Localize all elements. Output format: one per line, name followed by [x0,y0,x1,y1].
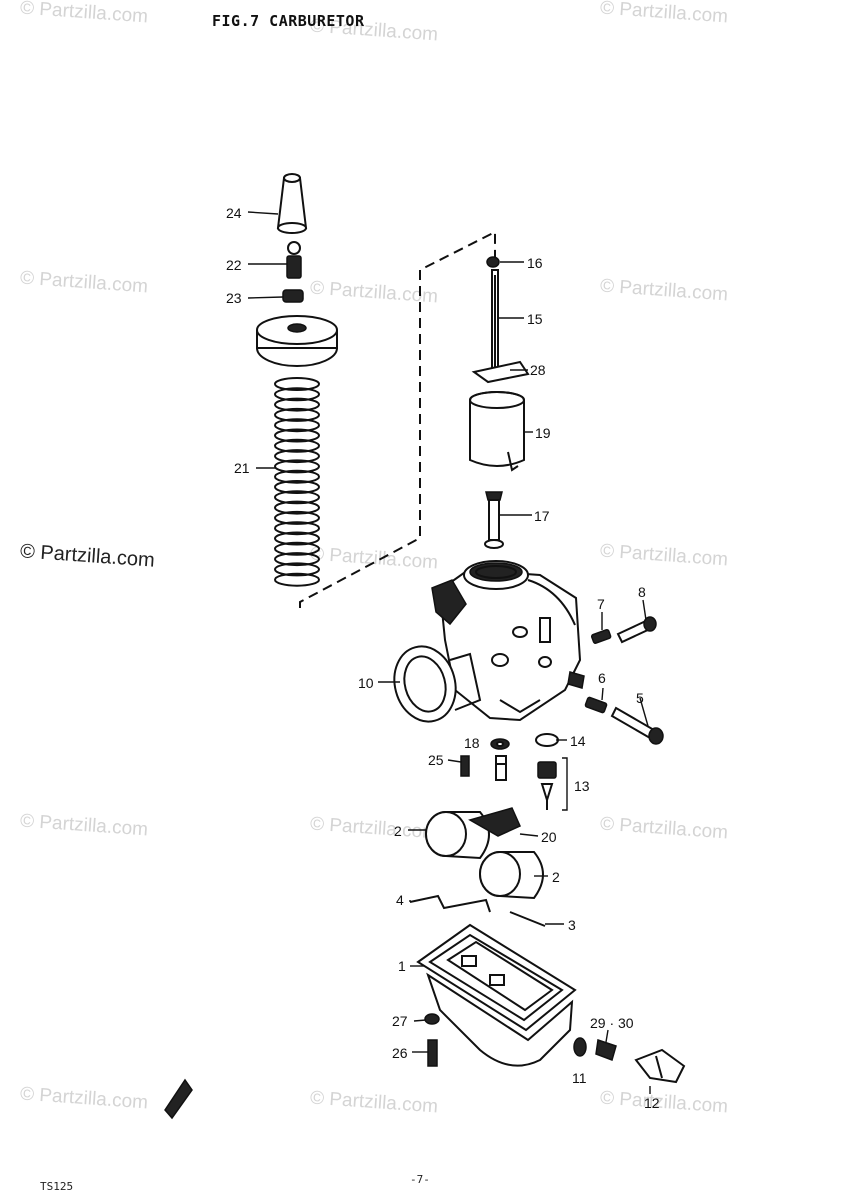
spring-coil [274,377,320,391]
washer-part [490,738,510,750]
mixing-chamber-top-part [256,315,338,367]
leader-lines [247,211,651,1094]
spring-coil [274,407,320,422]
callout-20: 20 [541,829,557,845]
spring-coil [274,500,320,515]
float-part [425,811,490,860]
callout-6: 6 [598,670,606,686]
callout-15: 15 [527,311,543,327]
figure-title: FIG.7 CARBURETOR [212,12,365,30]
throttle-stop-screw-part [610,706,664,745]
callout-12: 12 [644,1095,660,1111]
callout-26: 26 [392,1045,408,1061]
callout-16: 16 [527,255,543,271]
spring-coil [274,552,320,567]
callout-21: 21 [234,460,250,476]
needle-jet-part [484,491,504,549]
model-code: TS125 [40,1180,74,1193]
spring-coil [274,510,320,525]
main-jet-part [495,755,507,781]
callout-8: 8 [638,584,646,600]
float-chamber-part [426,940,574,1067]
o-ring-part [535,733,559,747]
callout-28: 28 [530,362,546,378]
fitting-part [567,671,585,689]
assembly-guide-line [299,230,496,608]
fuel-jet-part [595,1039,617,1061]
spring-coil [274,531,320,546]
throttle-valve-part [469,391,525,472]
callout-22: 22 [226,257,242,273]
callout-23: 23 [226,290,242,306]
spring-coil [274,428,320,443]
callout-5: 5 [636,690,644,706]
throttle-spring-part [274,377,320,587]
page-number: -7- [410,1173,430,1186]
callout-11: 11 [572,1070,587,1086]
spring-coil [274,490,320,505]
float-pin-part [409,894,491,913]
callout-4: 4 [396,892,404,908]
callout-17: 17 [534,508,550,524]
callout-27: 27 [392,1013,408,1029]
float-part [479,851,544,900]
spring-coil [274,469,320,484]
spring-coil [274,521,320,536]
spring-coil [274,438,320,453]
callout-2: 2 [394,823,402,839]
callout-29-30: 29 · 30 [590,1015,634,1031]
cable-adjuster-part [286,241,302,279]
lock-nut-part [282,289,304,303]
callout-13: 13 [574,778,590,794]
float-valve-part [537,761,557,810]
spring-coil [274,418,320,433]
callout-3: 3 [568,917,576,933]
callout-14: 14 [570,733,586,749]
hose-fitting-part [634,1048,686,1084]
spring-coil [274,449,320,464]
spring-coil [274,387,320,402]
cap-boot-part [276,173,308,234]
float-arm-part [468,807,521,837]
jet-needle-part [491,269,499,371]
pilot-air-screw-part [616,616,657,644]
needle-retainer-part [471,360,530,384]
callout-18: 18 [464,735,480,751]
spring-coil [274,572,320,587]
pin-part [509,911,546,927]
spring-coil [274,541,320,556]
spring-coil [274,397,320,412]
spring-coil [274,562,320,577]
screw-part [460,755,470,777]
spring-coil [274,480,320,494]
pilot-air-spring-part [590,628,612,644]
callout-7: 7 [597,596,605,612]
drain-plug-part [424,1013,440,1025]
screw-part [427,1039,438,1067]
callout-2: 2 [552,869,560,885]
hatch-mark [164,1078,193,1120]
carburetor-body-part [393,560,582,723]
throttle-stop-spring-part [584,696,608,714]
callout-25: 25 [428,752,444,768]
callout-10: 10 [358,675,374,691]
clip-part [486,256,500,268]
callout-19: 19 [535,425,551,441]
callout-1: 1 [398,958,406,974]
callout-24: 24 [226,205,242,221]
gasket-part [573,1037,587,1057]
spring-coil [274,459,320,474]
